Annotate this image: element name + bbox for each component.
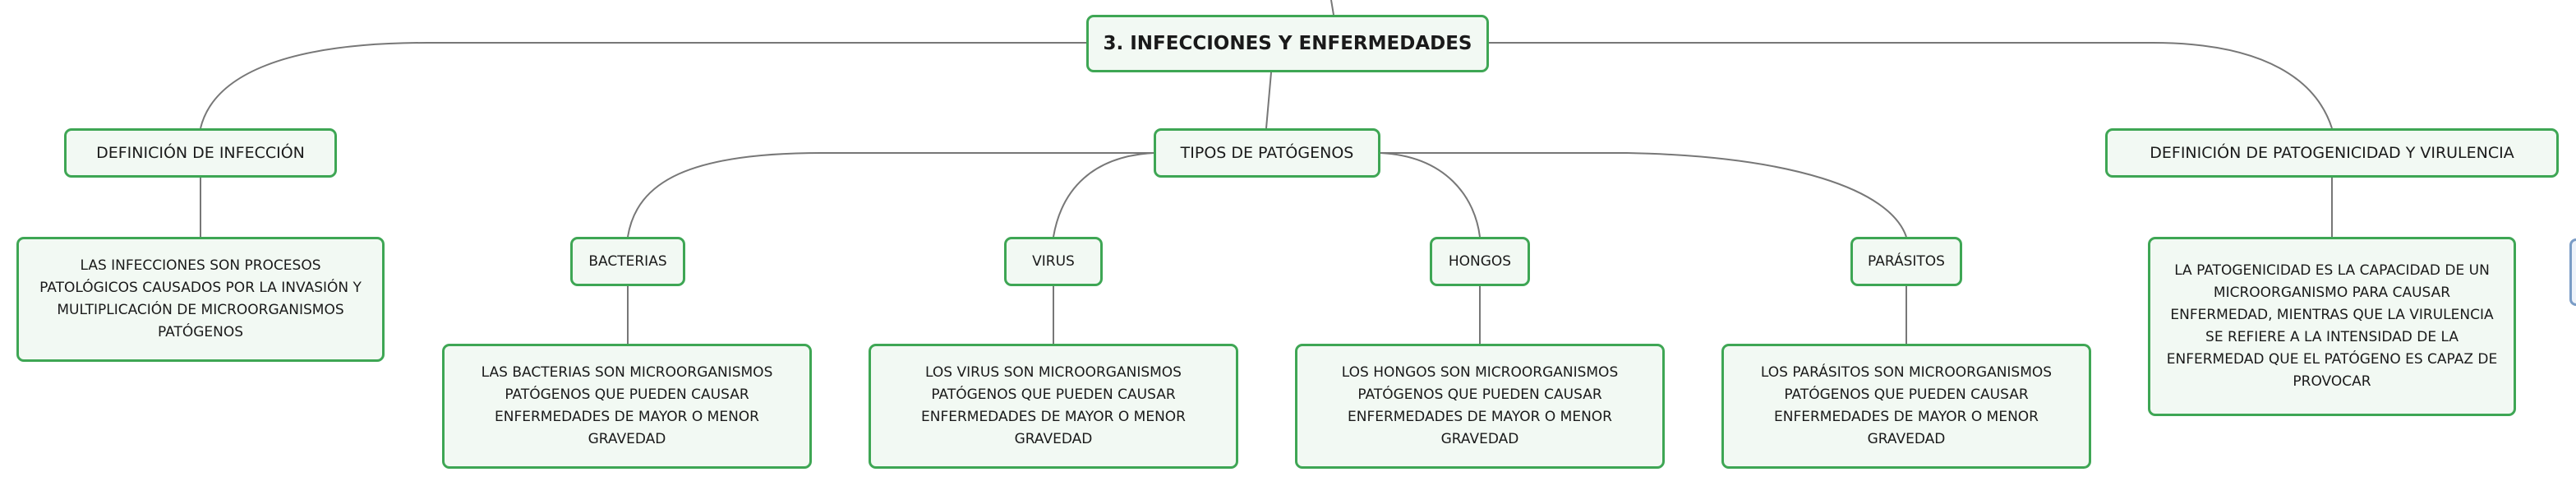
subtopic-virus[interactable]: VIRUS xyxy=(1004,237,1103,286)
description-text: LOS HONGOS SON MICROORGANISMOS PATÓGENOS… xyxy=(1341,364,1619,447)
connector-parent-to-central xyxy=(1330,0,1334,16)
subtopic-bacterias[interactable]: BACTERIAS xyxy=(570,237,685,286)
connector-central-to-patogenicidad xyxy=(1489,42,2333,129)
connector-tipos-to-bacterias xyxy=(627,152,1154,238)
description-parasitos[interactable]: LOS PARÁSITOS SON MICROORGANISMOS PATÓGE… xyxy=(1721,344,2091,469)
connector-tipos-to-virus xyxy=(1053,152,1154,238)
subtopic-label: HONGOS xyxy=(1448,253,1512,270)
topic-tipos-patogenos[interactable]: TIPOS DE PATÓGENOS xyxy=(1154,128,1380,178)
topic-label: TIPOS DE PATÓGENOS xyxy=(1180,144,1354,162)
topic-label: DEFINICIÓN DE PATOGENICIDAD Y VIRULENCIA xyxy=(2150,144,2514,162)
connector-central-to-infeccion xyxy=(200,42,1086,129)
description-virus[interactable]: LOS VIRUS SON MICROORGANISMOS PATÓGENOS … xyxy=(869,344,1238,469)
topic-definicion-infeccion[interactable]: DEFINICIÓN DE INFECCIÓN xyxy=(64,128,337,178)
description-hongos[interactable]: LOS HONGOS SON MICROORGANISMOS PATÓGENOS… xyxy=(1295,344,1665,469)
description-bacterias[interactable]: LAS BACTERIAS SON MICROORGANISMOS PATÓGE… xyxy=(442,344,812,469)
topic-label: DEFINICIÓN DE INFECCIÓN xyxy=(96,144,305,162)
central-topic[interactable]: 3. INFECCIONES Y ENFERMEDADES xyxy=(1086,15,1489,72)
central-topic-label: 3. INFECCIONES Y ENFERMEDADES xyxy=(1103,33,1472,54)
connector-central-to-tipos xyxy=(1265,72,1272,129)
subtopic-parasitos[interactable]: PARÁSITOS xyxy=(1850,237,1962,286)
topic-patogenicidad-virulencia[interactable]: DEFINICIÓN DE PATOGENICIDAD Y VIRULENCIA xyxy=(2105,128,2559,178)
description-text: LA PATOGENICIDAD ES LA CAPACIDAD DE UN M… xyxy=(2166,262,2498,390)
description-text: LOS VIRUS SON MICROORGANISMOS PATÓGENOS … xyxy=(920,364,1186,447)
subtopic-label: PARÁSITOS xyxy=(1868,253,1945,270)
description-definicion-infeccion[interactable]: LAS INFECCIONES SON PROCESOS PATOLÓGICOS… xyxy=(16,237,385,362)
description-text: LOS PARÁSITOS SON MICROORGANISMOS PATÓGE… xyxy=(1760,364,2053,447)
description-text: LAS BACTERIAS SON MICROORGANISMOS PATÓGE… xyxy=(481,364,773,447)
subtopic-label: BACTERIAS xyxy=(588,253,667,270)
connector-tipos-to-parasitos xyxy=(1380,152,1907,238)
description-text: LAS INFECCIONES SON PROCESOS PATOLÓGICOS… xyxy=(39,257,362,340)
offscreen-node-edge[interactable] xyxy=(2569,238,2576,306)
connector-tipos-to-hongos xyxy=(1380,152,1481,238)
description-patogenicidad-virulencia[interactable]: LA PATOGENICIDAD ES LA CAPACIDAD DE UN M… xyxy=(2148,237,2516,416)
subtopic-label: VIRUS xyxy=(1032,253,1075,270)
subtopic-hongos[interactable]: HONGOS xyxy=(1430,237,1530,286)
